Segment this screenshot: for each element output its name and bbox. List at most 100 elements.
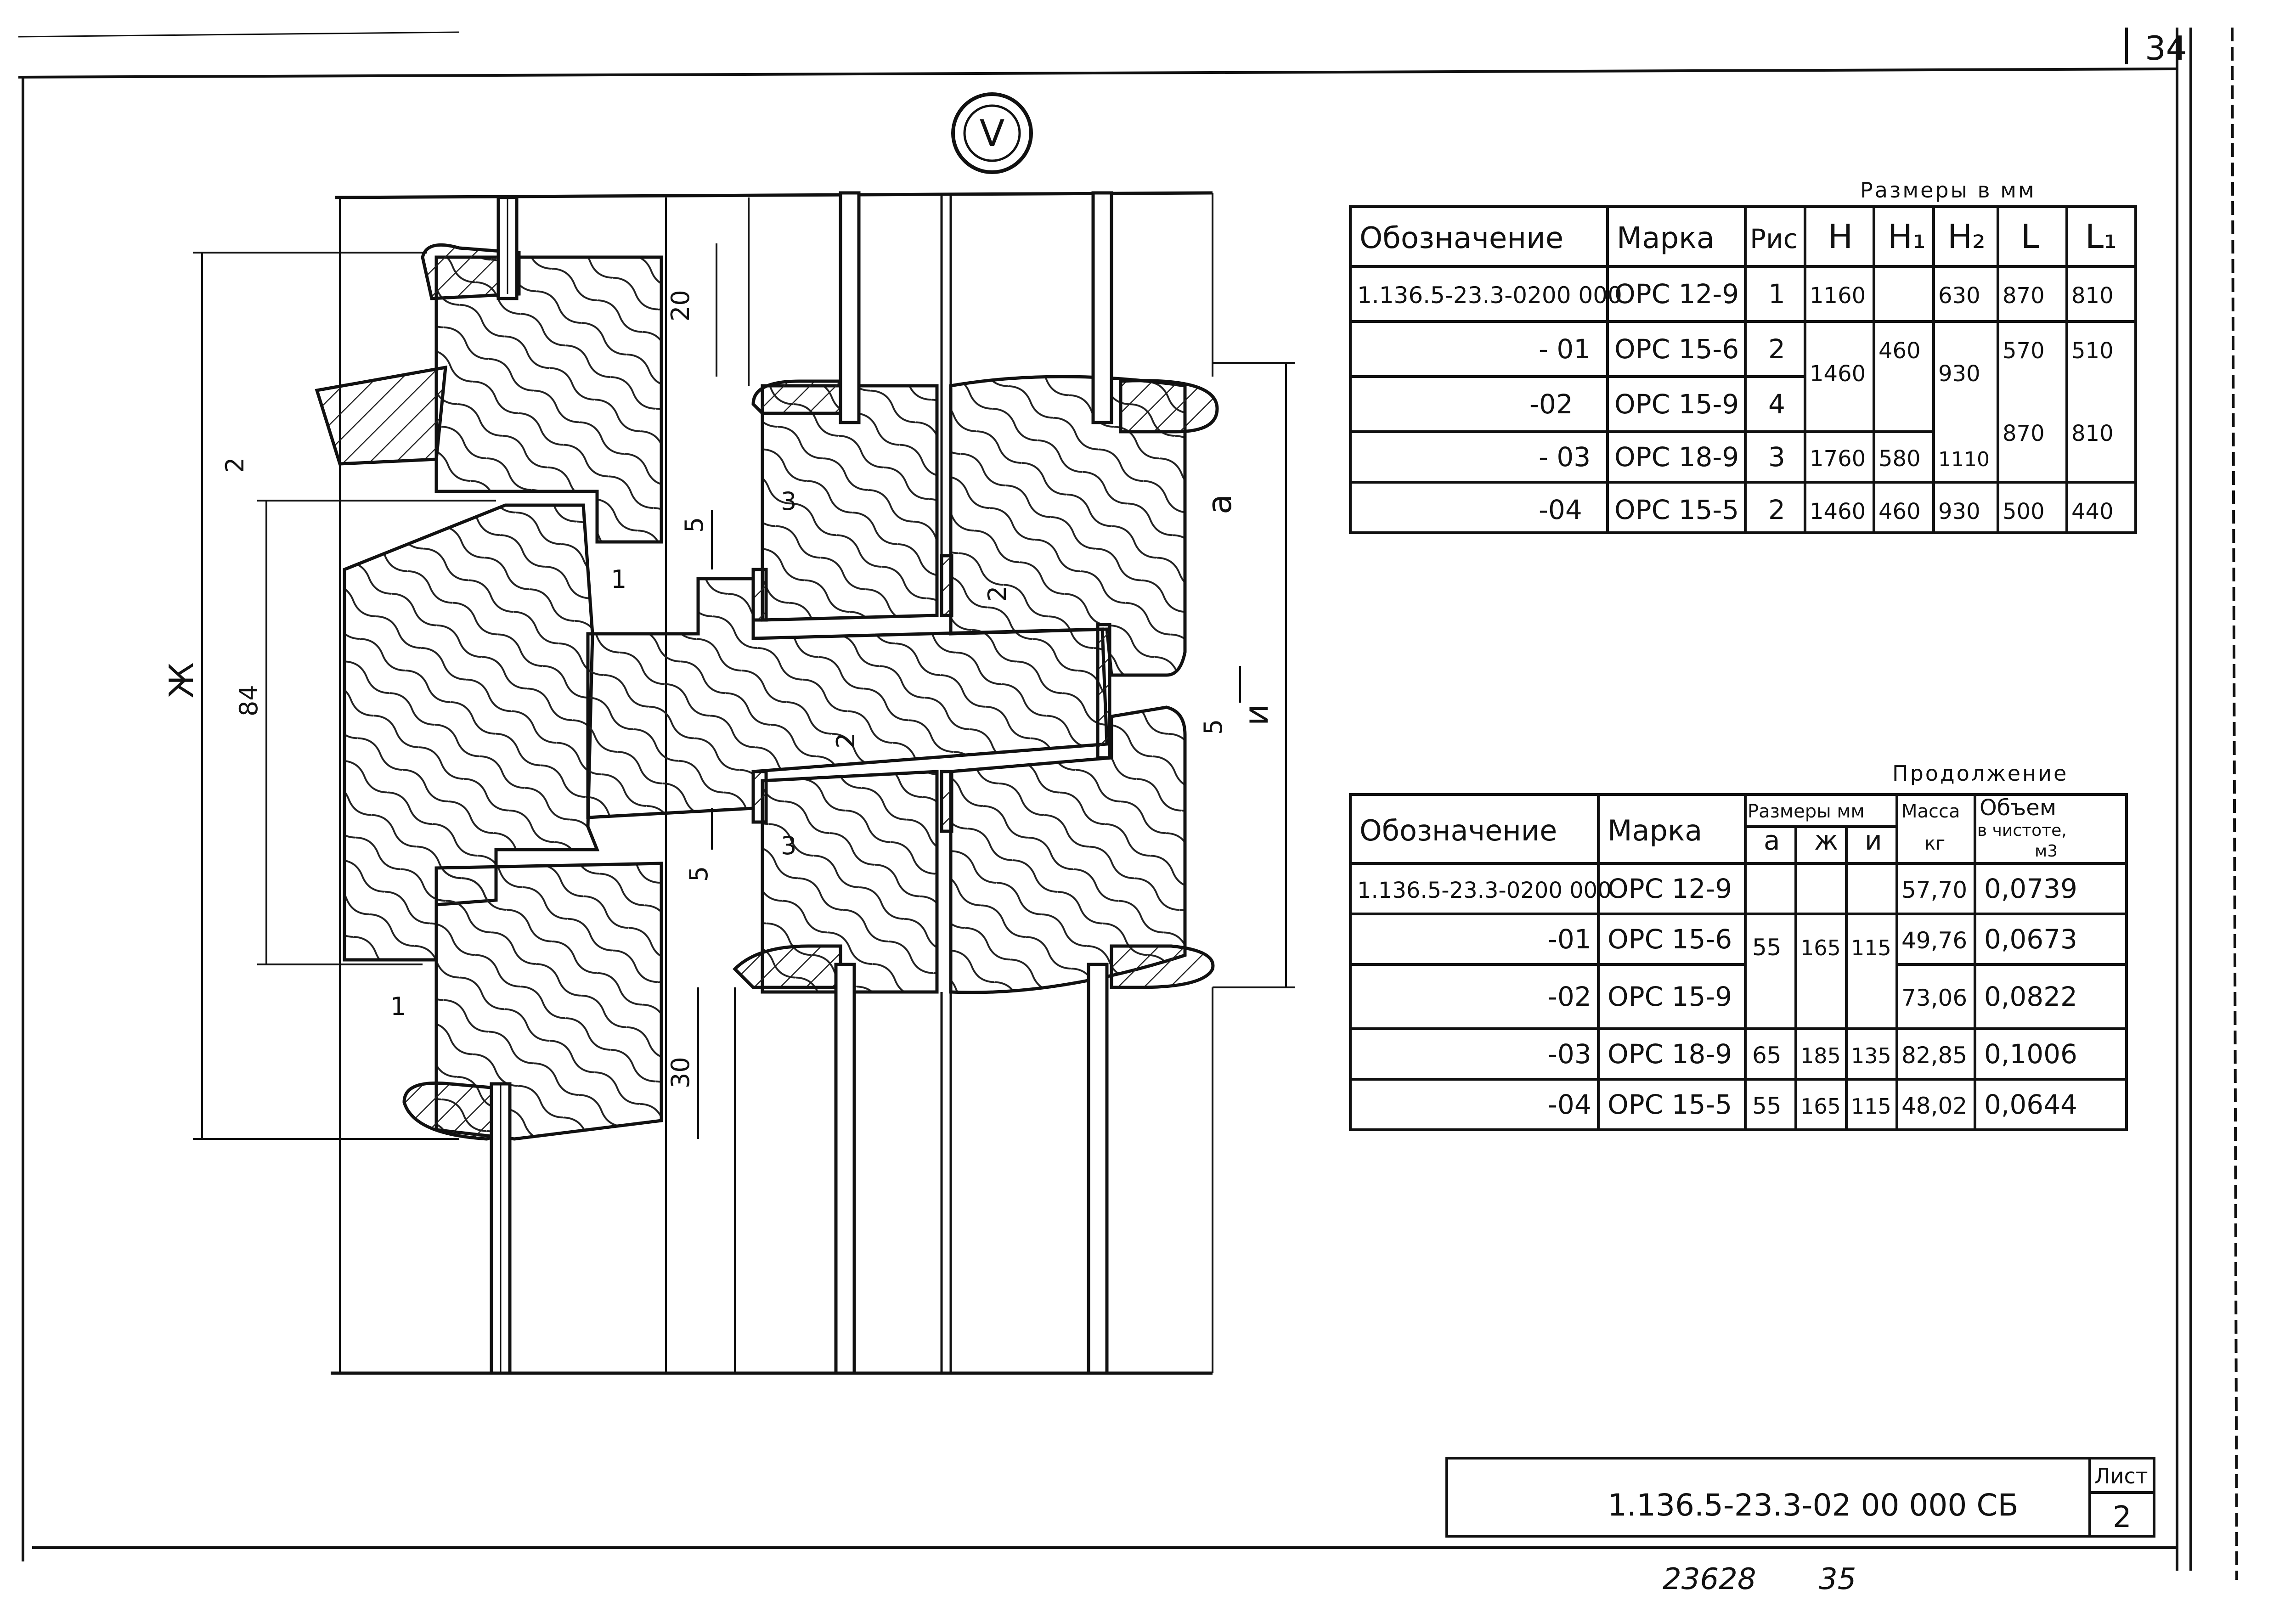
table1-r1-l: 570 [2003, 338, 2045, 364]
sheet-frame [18, 27, 2238, 1580]
dim-joint-gap-b: 1 [611, 565, 626, 594]
table2-header-mass-unit: кг [1924, 833, 1945, 854]
dim-lower-left-gap: 1 [390, 992, 406, 1021]
sheet-number: 34 [2145, 29, 2187, 68]
table1-r4-mark: ОРС 15-5 [1614, 494, 1739, 525]
table2-r2-designation: -02 [1548, 981, 1591, 1012]
dim-lower-gap: 5 [684, 866, 713, 882]
table1-r4-h1: 460 [1879, 499, 1921, 524]
table1-r0-h2: 630 [1938, 283, 1980, 309]
dim-bottom-gap: 30 [666, 1057, 695, 1088]
table1-merged-h1: 460 [1879, 338, 1921, 364]
table2-r3-mass: 82,85 [1901, 1042, 1967, 1069]
table2-header-volume: Объем [1980, 795, 2056, 821]
table2-r0-mass: 57,70 [1901, 877, 1967, 903]
table2-header-mark: Марка [1608, 814, 1702, 847]
title-block-sheet-label: Лист [2094, 1464, 2148, 1488]
table1-r4-h: 1460 [1810, 499, 1866, 524]
table2-header-i: и [1865, 825, 1882, 856]
table2-header-volume-sub: в чистоте, [1977, 821, 2067, 840]
window-section-drawing [315, 191, 1219, 1375]
table1-r4-designation: -04 [1539, 494, 1582, 525]
dim-lower-seal: 3 [781, 831, 796, 860]
table1-r3-h2: 1110 [1938, 448, 1990, 471]
table1-r0-fig: 1 [1768, 278, 1785, 310]
table1-header-h2: H₂ [1947, 217, 1986, 256]
table2-r1-mass: 49,76 [1901, 927, 1967, 954]
table2-r3-zh: 185 [1800, 1043, 1841, 1068]
table2-merged-a: 55 [1752, 934, 1782, 961]
table2-r0-volume: 0,0739 [1984, 873, 2077, 904]
table2-header-mass: Масса [1901, 801, 1960, 822]
table2-r3-mark: ОРС 18-9 [1608, 1038, 1732, 1070]
dim-left-gap: 2 [220, 457, 249, 473]
table-continuation: Продолжение Обозначение Марка Размеры мм… [1349, 761, 2128, 1131]
table1-r1-designation: - 01 [1539, 333, 1591, 365]
table2-header-a: a [1764, 825, 1780, 856]
table1-header-mark: Марка [1617, 221, 1715, 255]
dimension-lines [193, 243, 1295, 1140]
dim-mid-seal: 2 [831, 733, 860, 749]
table1-r2-mark: ОРС 15-9 [1614, 389, 1739, 420]
table2-header-designation: Обозначение [1360, 814, 1557, 847]
table1-header-h1: H₁ [1888, 217, 1926, 256]
title-block: 1.136.5-23.3-02 00 000 СБ Лист 2 [1445, 1457, 2155, 1538]
table2-r2-mass: 73,06 [1901, 985, 1967, 1011]
dimension-labels: 20 2 5 1 3 2 2 5 5 3 1 30 84 Ж a и [162, 290, 1275, 1088]
table2-r4-i: 115 [1851, 1094, 1891, 1119]
dim-seal-b: 2 [983, 586, 1012, 602]
table2-r4-designation: -04 [1548, 1089, 1591, 1120]
table1-header-h: H [1828, 217, 1853, 256]
table2-r4-mass: 48,02 [1901, 1093, 1967, 1119]
table2-r1-volume: 0,0673 [1984, 924, 2077, 955]
dim-seal-a: 3 [781, 487, 796, 516]
table1-header-l1: L₁ [2085, 217, 2117, 256]
table1-r1-fig: 2 [1768, 333, 1785, 365]
table1-header-l: L [2021, 217, 2039, 256]
table1-r3-designation: - 03 [1539, 441, 1591, 473]
table2-merged-i: 115 [1851, 935, 1891, 960]
table2-r3-i: 135 [1851, 1043, 1891, 1068]
table1-merged-h: 1460 [1810, 361, 1866, 387]
dim-right-gap: 5 [1199, 719, 1228, 735]
dim-top-gap: 20 [666, 290, 695, 321]
detail-marker: V [951, 92, 1033, 174]
table1-r3-h1: 580 [1879, 446, 1921, 472]
table1-header-fig: Рис [1750, 223, 1798, 254]
table1-r0-l: 870 [2003, 283, 2045, 309]
title-block-sheet-value: 2 [2113, 1500, 2132, 1534]
table1-r0-l1: 810 [2071, 283, 2114, 309]
table2-r2-volume: 0,0822 [1984, 981, 2077, 1012]
detail-marker-label: V [980, 112, 1005, 155]
table2-r0-designation: 1.136.5-23.3-0200 000 [1357, 878, 1612, 903]
table1-r0-designation: 1.136.5-23.3-0200 000 [1357, 282, 1622, 309]
table1-r2-designation: -02 [1529, 389, 1573, 420]
table2-r0-mark: ОРС 12-9 [1608, 873, 1732, 904]
table1-merged-l1: 810 [2071, 421, 2114, 446]
table1-r4-h2: 930 [1938, 499, 1980, 524]
footer-page-no: 35 [1819, 1562, 1856, 1596]
table1-r3-mark: ОРС 18-9 [1614, 441, 1739, 473]
table2-caption: Продолжение [1892, 761, 2068, 786]
table-sizes: Размеры в мм Обозначение Марка Рис H H₁ … [1349, 178, 2137, 534]
table2-header-sizes: Размеры мм [1748, 801, 1865, 822]
table1-r3-h: 1760 [1810, 446, 1866, 472]
table1-caption: Размеры в мм [1860, 178, 2036, 203]
title-block-code: 1.136.5-23.3-02 00 000 СБ [1608, 1488, 2019, 1523]
table1-r4-fig: 2 [1768, 494, 1785, 525]
table2-r1-designation: -01 [1548, 924, 1591, 955]
table2-r4-mark: ОРС 15-5 [1608, 1089, 1732, 1120]
table1-r4-l1: 440 [2071, 499, 2114, 524]
table1-r4-l: 500 [2003, 499, 2045, 524]
table1-r1-mark: ОРС 15-6 [1614, 333, 1739, 365]
dim-label-a: a [1200, 494, 1239, 514]
table2-r1-mark: ОРС 15-6 [1608, 924, 1732, 955]
table2-r3-volume: 0,1006 [1984, 1038, 2077, 1070]
table1-merged-l: 870 [2003, 421, 2045, 446]
dim-label-zh: Ж [162, 662, 201, 698]
table2-r3-designation: -03 [1548, 1038, 1591, 1070]
dim-height-84: 84 [234, 685, 263, 716]
table2-merged-zh: 165 [1800, 935, 1841, 960]
